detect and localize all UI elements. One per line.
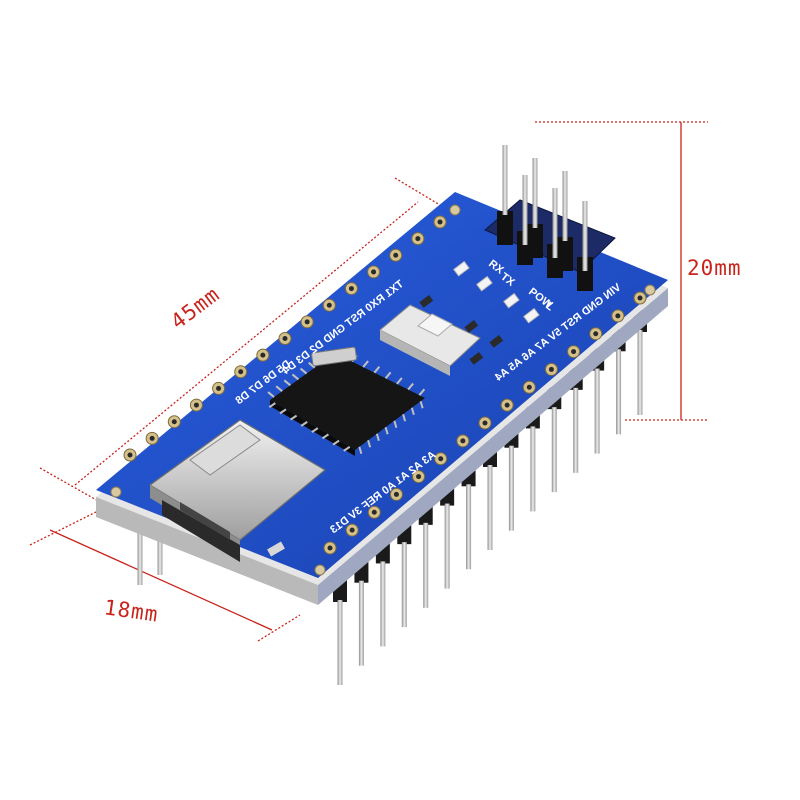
icsp-pin (582, 201, 588, 271)
icsp-pin (532, 158, 538, 228)
chip-leg (375, 433, 380, 442)
header-hole-center (571, 349, 577, 355)
mini-usb-connector (148, 419, 327, 562)
header-pin (137, 525, 143, 585)
icsp-spacer (497, 211, 513, 245)
header-hole-center (326, 302, 332, 308)
crystal-oscillator (311, 346, 358, 367)
chip-leg (290, 414, 298, 421)
header-hole-center (526, 384, 532, 390)
header-pin (551, 407, 557, 493)
header-hole-center (282, 336, 288, 341)
chip-leg (407, 382, 414, 391)
header-hole-center (348, 286, 354, 292)
header-hole-center (193, 402, 199, 408)
chip-leg (299, 367, 308, 375)
header-hole-center (637, 295, 643, 301)
header-holes-top-row (123, 215, 447, 462)
header-pin (157, 515, 163, 575)
icsp-pin (522, 175, 528, 245)
header-hole-center (615, 313, 621, 319)
header-hole-center (482, 420, 488, 426)
dimension-height-label: 20mm (687, 256, 742, 280)
header-hole-center (149, 435, 155, 441)
icsp-spacer (547, 244, 563, 278)
chip-leg (367, 439, 372, 448)
header-hole-center (438, 456, 444, 462)
header-pin (358, 580, 364, 666)
chip-leg (384, 426, 389, 435)
chip-leg (268, 402, 276, 408)
header-pin (508, 445, 514, 531)
chip-leg (343, 446, 351, 452)
icsp-pin (502, 145, 508, 215)
header-hole-center (460, 438, 466, 444)
chip-leg (396, 377, 403, 385)
header-hole-center (371, 509, 377, 515)
header-hole-center (327, 545, 333, 551)
icsp-pin (552, 188, 558, 258)
header-hole-center (349, 527, 355, 533)
reset-button (379, 304, 481, 376)
header-pin (337, 600, 343, 685)
chip-leg (419, 400, 424, 409)
header-hole-center (437, 219, 443, 225)
chip-leg (275, 385, 283, 392)
header-hole-center (593, 331, 599, 337)
icsp-spacer (577, 257, 593, 291)
chip-leg (384, 371, 392, 379)
icsp-spacer (517, 231, 533, 265)
chip-leg (402, 413, 407, 422)
chip-leg (283, 379, 291, 387)
header-hole-center (304, 319, 310, 325)
header-pin (380, 561, 386, 647)
status-leds (453, 260, 540, 324)
header-hole-center (504, 402, 510, 408)
chip-leg (418, 388, 426, 396)
chip-leg (358, 446, 363, 455)
header-hole-center (260, 352, 266, 358)
chip-leg (267, 391, 275, 398)
chip-leg (362, 360, 369, 368)
chip-leg (311, 427, 319, 433)
dim-width-line (49, 529, 273, 631)
header-hole-center (238, 369, 244, 375)
header-pin (466, 484, 472, 570)
header-pin (444, 503, 450, 589)
header-hole-center (371, 269, 377, 275)
icsp-pin (562, 171, 568, 241)
header-hole-center (216, 385, 222, 391)
header-pin (637, 330, 643, 415)
chip-leg (279, 408, 287, 415)
header-pin (530, 426, 536, 512)
mounting-holes (110, 204, 656, 576)
chip-leg (393, 420, 398, 429)
header-pin (487, 465, 493, 550)
chip-leg (332, 439, 340, 446)
header-pin (594, 368, 600, 454)
header-hole-center (415, 236, 421, 242)
header-pin (616, 349, 622, 435)
chip-leg (321, 433, 329, 440)
header-hole-center (548, 366, 554, 372)
chip-leg (291, 373, 300, 381)
header-pin (573, 387, 579, 473)
header-holes-bottom-row (323, 291, 647, 555)
icsp-header (484, 145, 616, 291)
chip-leg (300, 421, 308, 427)
header-hole-center (393, 252, 399, 258)
header-pin (401, 542, 407, 628)
header-hole-center (416, 474, 422, 480)
header-hole-center (127, 452, 133, 458)
chip-leg (373, 366, 381, 374)
header-hole-center (393, 491, 399, 497)
header-pin (423, 522, 429, 608)
dimension-lines (29, 121, 708, 642)
chip-leg (410, 407, 415, 416)
smd-components (267, 294, 504, 557)
header-hole-center (171, 419, 177, 425)
chip-leg (308, 361, 316, 369)
